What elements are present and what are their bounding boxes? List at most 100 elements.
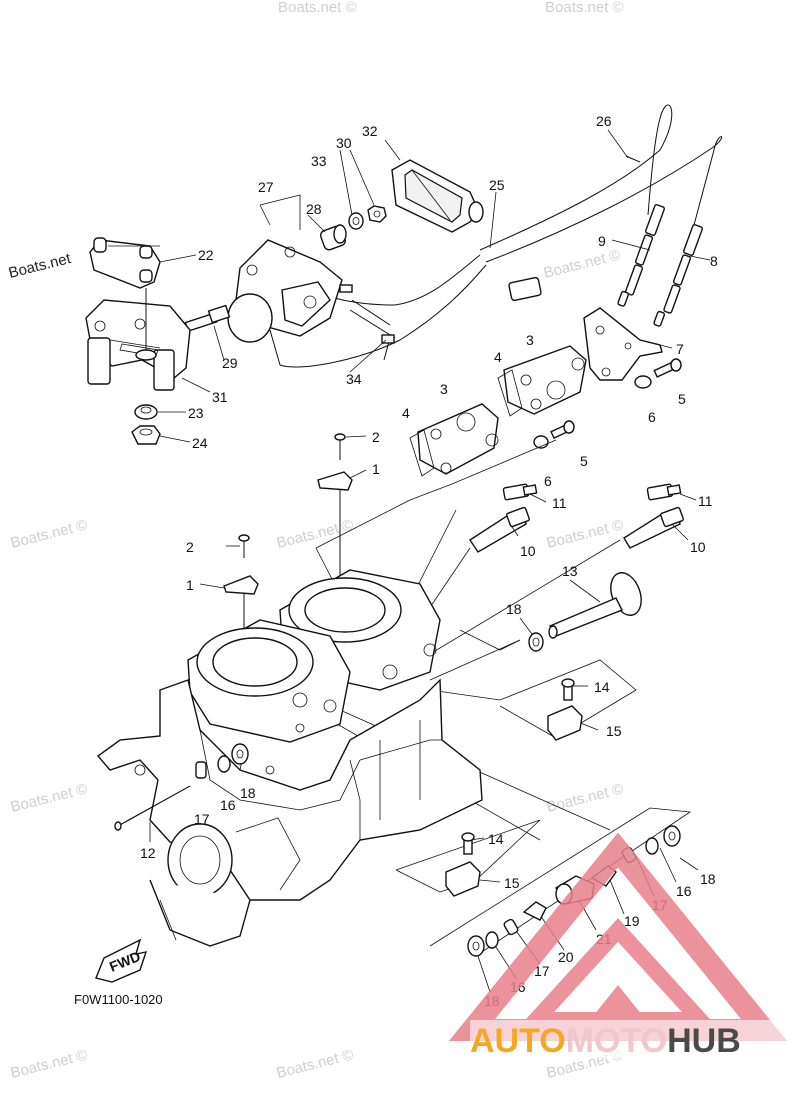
callout-1b: 1	[186, 577, 194, 593]
callout-26: 26	[596, 113, 612, 129]
bolt-14b	[461, 832, 475, 855]
callout-6b: 6	[544, 473, 552, 489]
callout-32: 32	[362, 123, 378, 139]
bolt-5b	[550, 420, 575, 440]
callout-11b: 11	[698, 493, 713, 509]
automotohub-logo: AUTOMOTOHUB	[448, 832, 800, 1060]
callout-18c: 18	[700, 871, 716, 887]
callout-7: 7	[676, 341, 684, 357]
callout-18a: 18	[506, 601, 522, 617]
mount-plate-22	[89, 237, 161, 361]
cylinder-block	[96, 569, 483, 947]
engine-mount-31	[85, 299, 191, 391]
air-filter-case-32	[391, 159, 484, 233]
watermark: Boats.net ©	[545, 0, 624, 16]
washer-23	[134, 404, 158, 420]
callout-9: 9	[598, 233, 606, 249]
callout-14b: 14	[488, 831, 504, 847]
washer-16b	[645, 837, 659, 855]
callout-16a: 16	[220, 797, 236, 813]
starter-relay-27	[227, 239, 353, 343]
callout-2a: 2	[372, 429, 380, 445]
clamp-15a	[547, 705, 583, 741]
gasket-4b	[409, 429, 435, 477]
callout-25: 25	[489, 177, 505, 193]
watermark: Boats.net ©	[278, 0, 357, 16]
spark-plug-11a	[502, 483, 538, 501]
callout-11a: 11	[552, 495, 567, 511]
bolt-14a	[561, 678, 575, 701]
washer-17a	[195, 761, 207, 779]
callout-20: 20	[558, 949, 574, 965]
stud-bolt-12	[114, 785, 191, 831]
intake-plate-3b	[417, 403, 499, 475]
fwd-arrow: FWD	[95, 938, 148, 983]
callout-12: 12	[140, 845, 156, 861]
callout-29: 29	[222, 355, 238, 371]
callout-4b: 4	[402, 405, 410, 421]
watermark: Boats.net ©	[545, 516, 625, 552]
watermark: Boats.net ©	[275, 1046, 355, 1082]
screw-2a	[334, 433, 346, 460]
washer-18c	[663, 825, 681, 847]
callout-18b: 18	[240, 785, 256, 801]
washer-18d	[467, 935, 485, 957]
washer-16a	[217, 755, 231, 773]
washer-16c	[485, 931, 499, 949]
callout-5b: 5	[580, 453, 588, 469]
clip-1b	[223, 575, 259, 640]
callout-19: 19	[624, 913, 640, 929]
nut-30	[367, 205, 387, 223]
plug-cap-10b	[623, 506, 684, 549]
callout-3a: 3	[526, 332, 534, 348]
gasket-4a	[497, 369, 523, 417]
callout-5a: 5	[678, 391, 686, 407]
logo-hub: HUB	[667, 1022, 741, 1060]
callout-15b: 15	[504, 875, 520, 891]
watermark: Boats.net ©	[545, 780, 625, 816]
clip-1a	[317, 471, 353, 580]
nut-24	[131, 425, 161, 445]
logo-text: AUTOMOTOHUB	[470, 1022, 741, 1060]
callout-22: 22	[198, 247, 214, 263]
cable-adjuster-8	[653, 224, 703, 327]
spark-plug-11b	[646, 483, 682, 501]
washer-18b	[231, 743, 249, 765]
washer-17c	[503, 918, 519, 936]
spark-plug-29	[184, 304, 231, 332]
cable-bracket-7	[583, 307, 663, 381]
plug-cap-10a	[469, 506, 530, 553]
throttle-cables	[269, 104, 723, 368]
callout-1a: 1	[372, 461, 380, 477]
clip-20	[522, 901, 547, 921]
bolt-5a	[653, 358, 682, 378]
washer-33	[348, 212, 364, 230]
callout-8: 8	[710, 253, 718, 269]
watermark: Boats.net ©	[9, 1046, 89, 1082]
clamp-15b	[445, 861, 481, 897]
callout-23: 23	[188, 405, 204, 421]
grommet-28	[319, 224, 347, 251]
watermark: Boats.net	[7, 250, 73, 282]
washer-18a	[528, 632, 544, 652]
exhaust-valve-13	[548, 572, 642, 639]
callout-10b: 10	[690, 539, 706, 555]
callout-2b: 2	[186, 539, 194, 555]
callout-30: 30	[336, 135, 352, 151]
callout-4a: 4	[494, 349, 502, 365]
callout-31: 31	[212, 389, 228, 405]
callout-17a: 17	[194, 811, 210, 827]
callout-3b: 3	[440, 381, 448, 397]
callout-15a: 15	[606, 723, 622, 739]
callout-6a: 6	[648, 409, 656, 425]
screw-2b	[238, 534, 250, 558]
callout-27: 27	[258, 179, 274, 195]
cable-adjuster-9	[617, 204, 665, 307]
watermark: Boats.net ©	[9, 780, 89, 816]
callout-16b: 16	[676, 883, 692, 899]
callout-layer: 26 32 30 33 27 28 25 9 8 22 29 34 7 5 6 …	[140, 113, 718, 1009]
logo-auto: AUTO	[470, 1022, 566, 1060]
diagram-code: F0W1100-1020	[74, 992, 163, 1007]
callout-10a: 10	[520, 543, 536, 559]
